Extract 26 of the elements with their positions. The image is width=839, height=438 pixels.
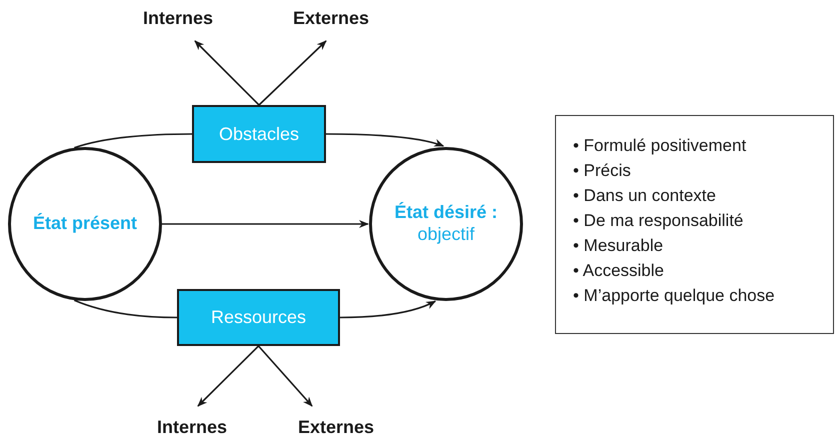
node-label: Externes: [286, 416, 386, 438]
node-label: Internes: [130, 6, 226, 30]
connector-line: [74, 300, 177, 318]
state-label: État désiré :: [394, 202, 498, 224]
bullet-item: • Accessible: [573, 260, 665, 282]
process-box: Ressources: [177, 289, 340, 346]
state-label: État présent: [32, 213, 138, 235]
arrow: [194, 40, 260, 106]
bullet-item: • Mesurable: [573, 235, 664, 257]
state-sublabel: objectif: [417, 224, 475, 246]
bullet-item: • M’apporte quelque chose: [573, 285, 775, 307]
node-label: Internes: [144, 416, 240, 438]
node-label: Externes: [283, 6, 379, 30]
criteria-box: [555, 115, 834, 334]
arrow: [340, 300, 436, 318]
arrow: [258, 40, 327, 106]
arrow: [162, 220, 369, 228]
process-box: Obstacles: [192, 105, 326, 163]
arrow: [326, 133, 444, 147]
arrow: [258, 345, 313, 407]
connector-line: [74, 133, 192, 149]
bullet-item: • Dans un contexte: [573, 185, 717, 207]
bullet-item: • Précis: [573, 160, 632, 182]
arrow: [197, 345, 260, 407]
bullet-item: • Formulé positivement: [573, 135, 748, 157]
bullet-item: • De ma responsabilité: [573, 210, 744, 232]
